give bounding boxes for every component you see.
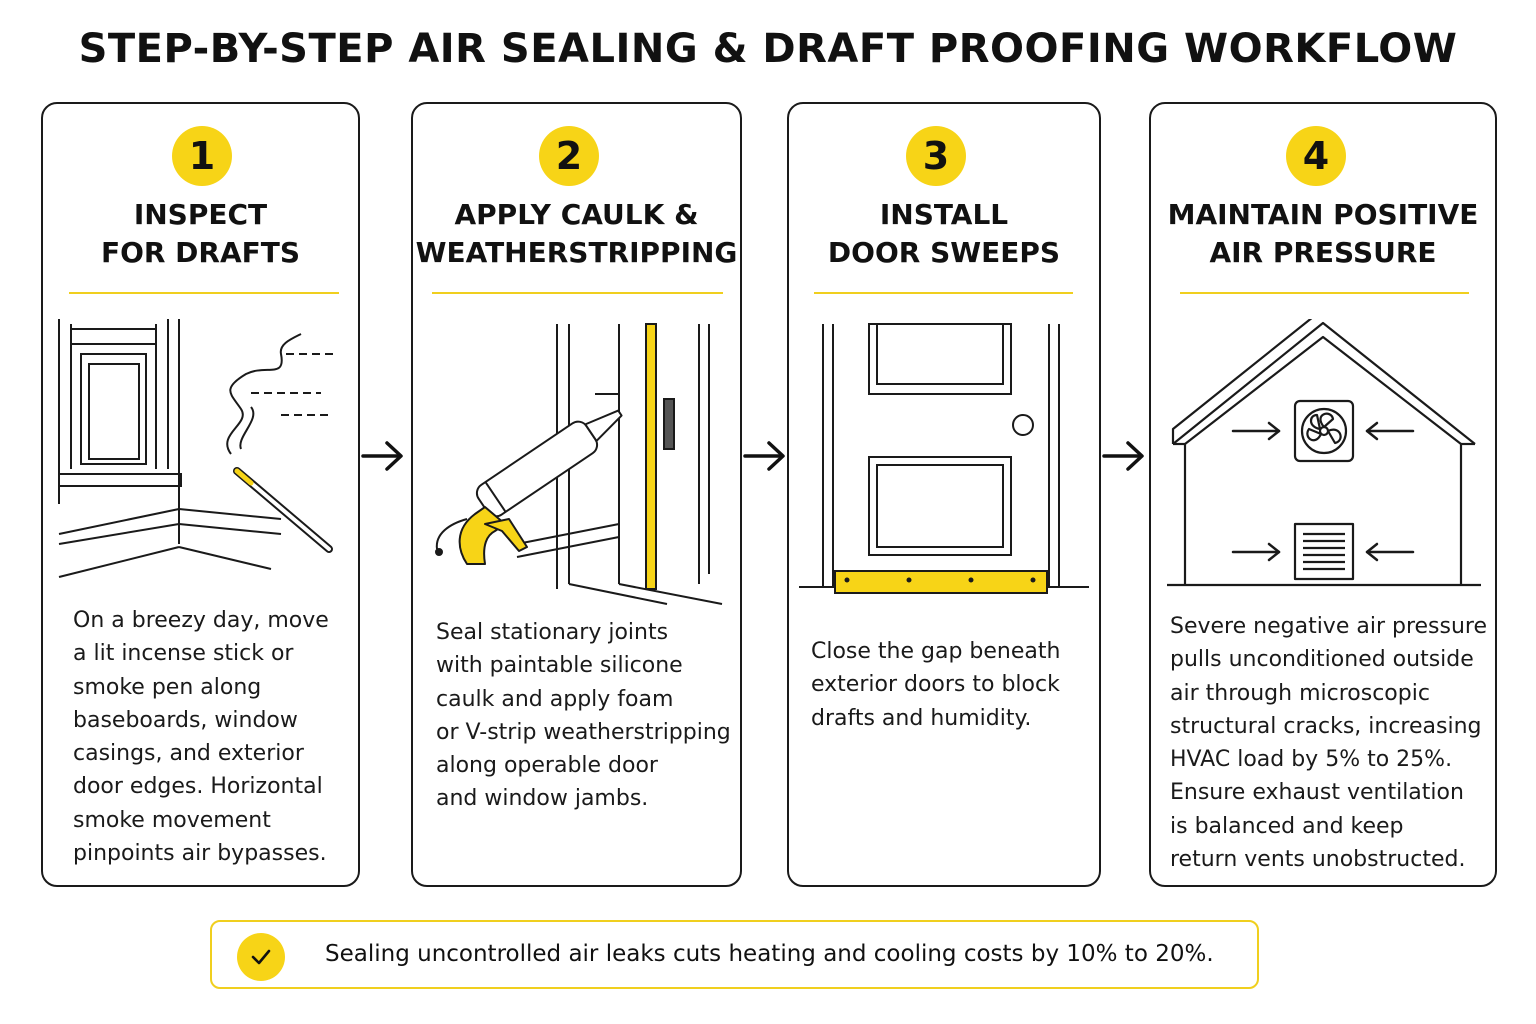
step-card-1: 1 INSPECT FOR DRAFTS [41, 102, 360, 887]
description-line: or V-strip weatherstripping [436, 719, 731, 745]
step-number-badge: 4 [1286, 126, 1346, 186]
door-with-sweep-icon [799, 323, 1089, 594]
description-line: HVAC load by 5% to 25%. [1170, 747, 1453, 773]
description-line: and window jambs. [436, 786, 649, 812]
checkmark-icon [237, 933, 285, 981]
savings-callout-text: Sealing uncontrolled air leaks cuts heat… [325, 941, 1214, 967]
description-line: a lit incense stick or [73, 641, 294, 667]
divider [432, 292, 723, 294]
step-card-3: 3 INSTALL DOOR SWEEPS Close the gap bene… [787, 102, 1101, 887]
divider [814, 292, 1073, 294]
description-line: structural cracks, increasing [1170, 713, 1482, 739]
step-description: Close the gap beneath exterior doors to … [811, 635, 1060, 735]
step-card-4: 4 MAINTAIN POSITIVE AIR PRESSURE [1149, 102, 1497, 887]
step-title-line: AIR PRESSURE [1209, 236, 1437, 269]
step-number-badge: 2 [539, 126, 599, 186]
description-line: Ensure exhaust ventilation [1170, 780, 1464, 806]
arrow-right-icon [743, 441, 785, 471]
description-line: pinpoints air bypasses. [73, 841, 327, 867]
description-line: baseboards, window [73, 707, 298, 733]
step-description: On a breezy day, move a lit incense stic… [73, 604, 329, 870]
description-line: Seal stationary joints [436, 620, 669, 645]
description-line: smoke movement [73, 807, 271, 833]
step-title-line: FOR DRAFTS [100, 236, 301, 269]
step-title-line: MAINTAIN POSITIVE [1167, 198, 1479, 231]
description-line: Severe negative air pressure [1170, 614, 1488, 639]
step-title-line: INSPECT [133, 198, 268, 231]
description-line: along operable door [436, 753, 658, 779]
step-title: MAINTAIN POSITIVE AIR PRESSURE [1151, 196, 1495, 272]
step-description: Severe negative air pressure pulls uncon… [1170, 610, 1487, 876]
arrow-right-icon [361, 441, 403, 471]
divider [1180, 292, 1469, 294]
step-title-line: INSTALL [879, 198, 1009, 231]
divider [69, 292, 339, 294]
description-line: air through microscopic [1170, 680, 1430, 706]
step-title: INSTALL DOOR SWEEPS [789, 196, 1099, 272]
step-title: INSPECT FOR DRAFTS [43, 196, 358, 272]
caulk-gun-door-jamb-icon [435, 323, 723, 605]
description-line: exterior doors to block [811, 672, 1060, 698]
house-fan-vent-pressure-icon [1167, 319, 1481, 587]
description-line: with paintable silicone [436, 653, 683, 679]
description-line: caulk and apply foam [436, 686, 674, 712]
window-corner-incense-stick-icon [58, 319, 336, 578]
page-title: STEP-BY-STEP AIR SEALING & DRAFT PROOFIN… [78, 26, 1458, 72]
description-line: Close the gap beneath [811, 639, 1061, 664]
step-number-badge: 3 [906, 126, 966, 186]
step-title: APPLY CAULK & WEATHERSTRIPPING [413, 196, 740, 272]
savings-callout: Sealing uncontrolled air leaks cuts heat… [210, 920, 1259, 989]
description-line: return vents unobstructed. [1170, 847, 1466, 873]
description-line: casings, and exterior [73, 741, 304, 767]
step-title-line: WEATHERSTRIPPING [415, 236, 738, 269]
description-line: door edges. Horizontal [73, 774, 323, 800]
step-number-badge: 1 [172, 126, 232, 186]
step-description: Seal stationary joints with paintable si… [436, 616, 731, 816]
description-line: pulls unconditioned outside [1170, 647, 1474, 673]
step-card-2: 2 APPLY CAULK & WEATHERSTRIPPING [411, 102, 742, 887]
description-line: is balanced and keep [1170, 813, 1404, 839]
arrow-right-icon [1102, 441, 1144, 471]
step-title-line: DOOR SWEEPS [827, 236, 1061, 269]
description-line: smoke pen along [73, 674, 262, 700]
description-line: drafts and humidity. [811, 705, 1032, 731]
description-line: On a breezy day, move [73, 608, 329, 633]
step-title-line: APPLY CAULK & [454, 198, 699, 231]
